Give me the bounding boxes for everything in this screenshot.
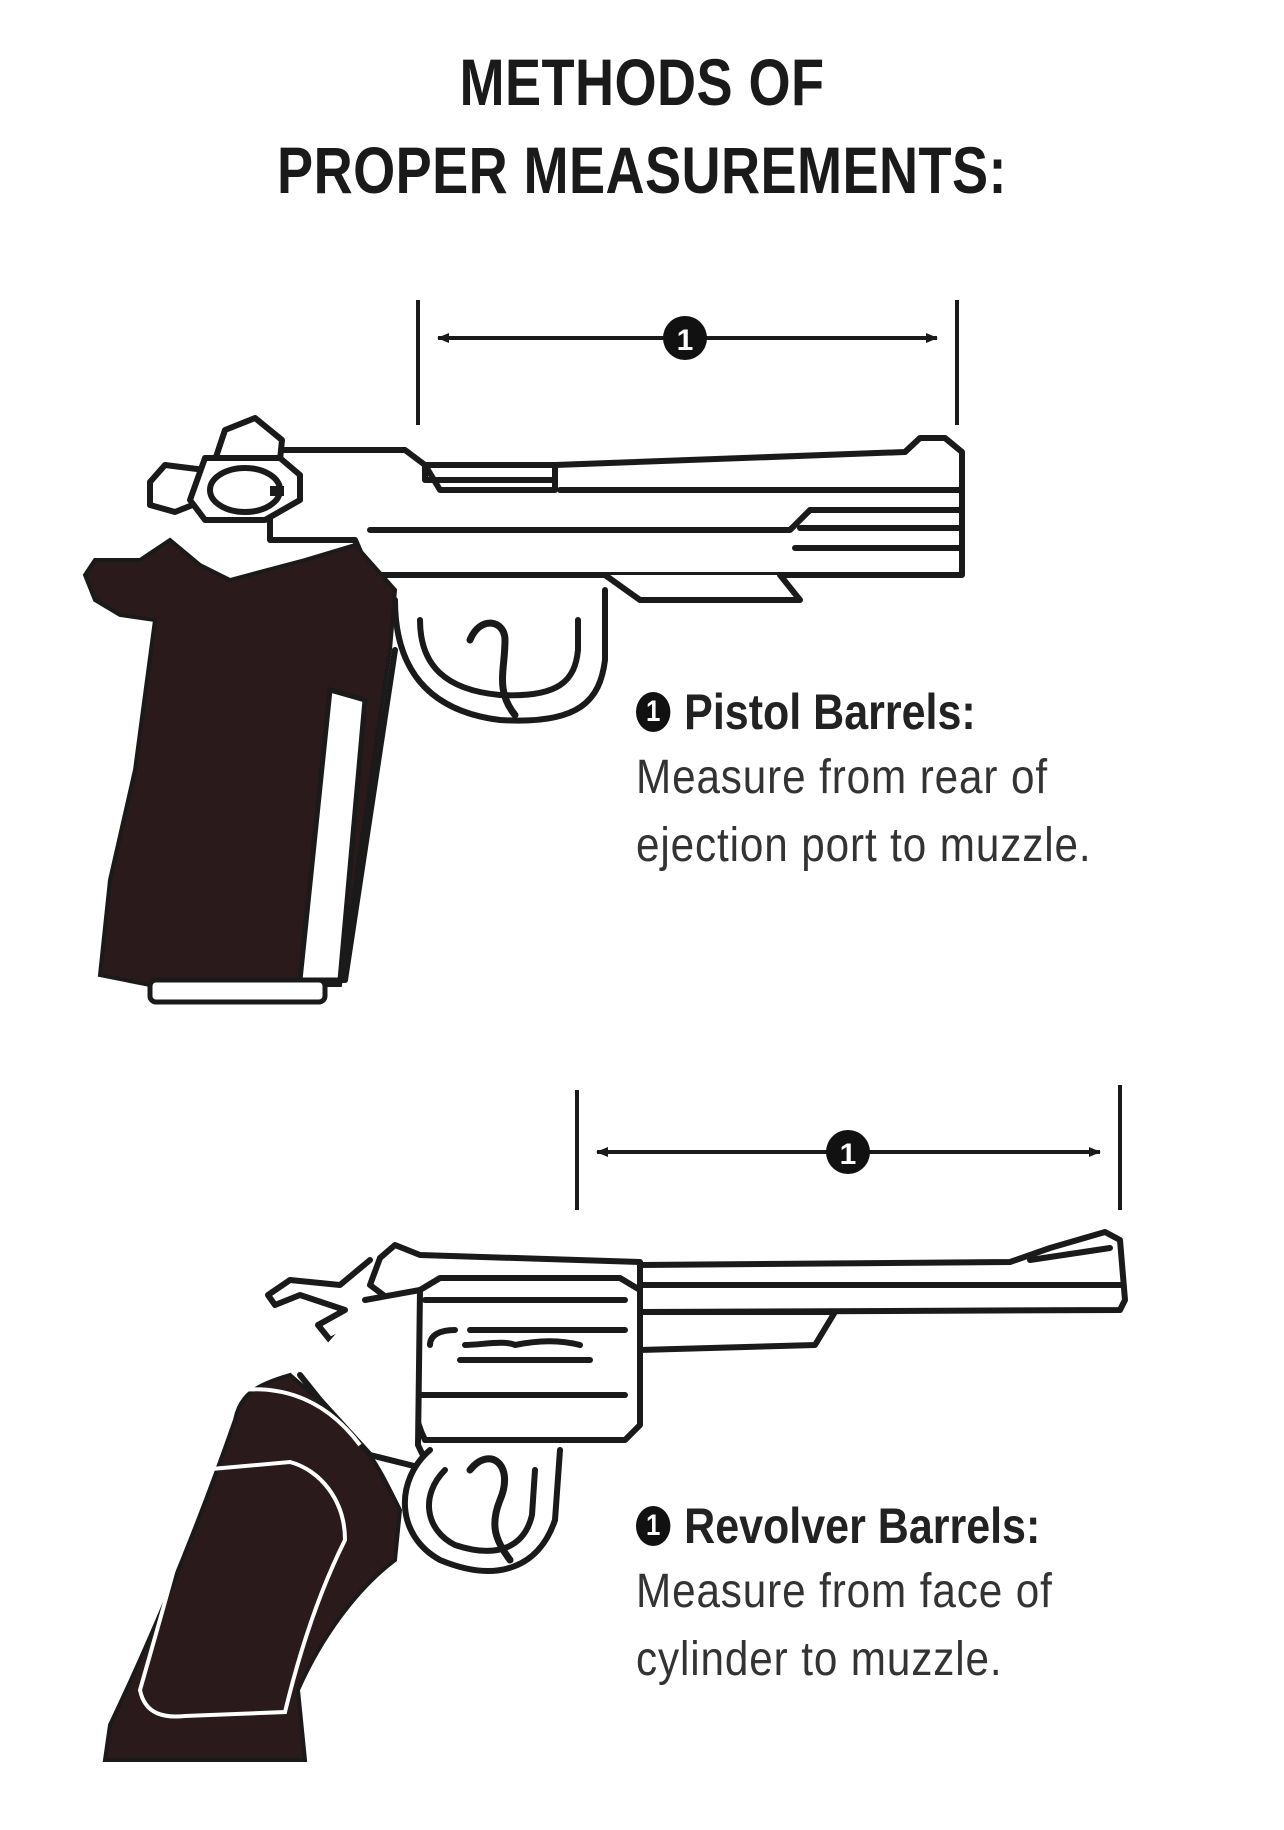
pistol-front-strap: [297, 686, 368, 983]
revolver-arrow-number: 1: [840, 1138, 857, 1171]
pistol-magazine-base: [147, 977, 328, 1005]
revolver-grip-panel: [137, 1459, 348, 1719]
pistol-measurement-indicator: 1: [416, 300, 959, 425]
pistol-caption: 1 Pistol Barrels: Measure from rear of e…: [636, 680, 1154, 880]
pistol-caption-heading-row: 1 Pistol Barrels:: [636, 680, 1081, 744]
revolver-measurement-indicator: 1: [575, 1085, 1122, 1210]
pistol-arrow-number: 1: [677, 324, 694, 357]
pistol-caption-heading: Pistol Barrels:: [684, 684, 976, 740]
revolver-caption-line-1: Measure from face of: [636, 1565, 1053, 1618]
pistol-caption-number-badge: 1: [636, 692, 671, 732]
page-title-line-1: METHODS OF: [459, 45, 825, 119]
pistol-caption-line-2: ejection port to muzzle.: [636, 819, 1092, 872]
revolver-caption-heading: Revolver Barrels:: [684, 1498, 1041, 1554]
revolver-caption-number-badge: 1: [636, 1506, 671, 1546]
revolver-grip-edge: [239, 1387, 362, 1447]
revolver-illustration: [265, 1229, 1128, 1574]
pistol-caption-line-1: Measure from rear of: [636, 751, 1048, 804]
page-title-line-2: PROPER MEASUREMENTS:: [277, 133, 1007, 207]
revolver-caption-line-2: cylinder to muzzle.: [636, 1633, 1003, 1686]
revolver-grip: [102, 1372, 403, 1762]
revolver-caption-heading-row: 1 Revolver Barrels:: [636, 1494, 1043, 1558]
revolver-caption: 1 Revolver Barrels: Measure from face of…: [636, 1494, 1110, 1694]
